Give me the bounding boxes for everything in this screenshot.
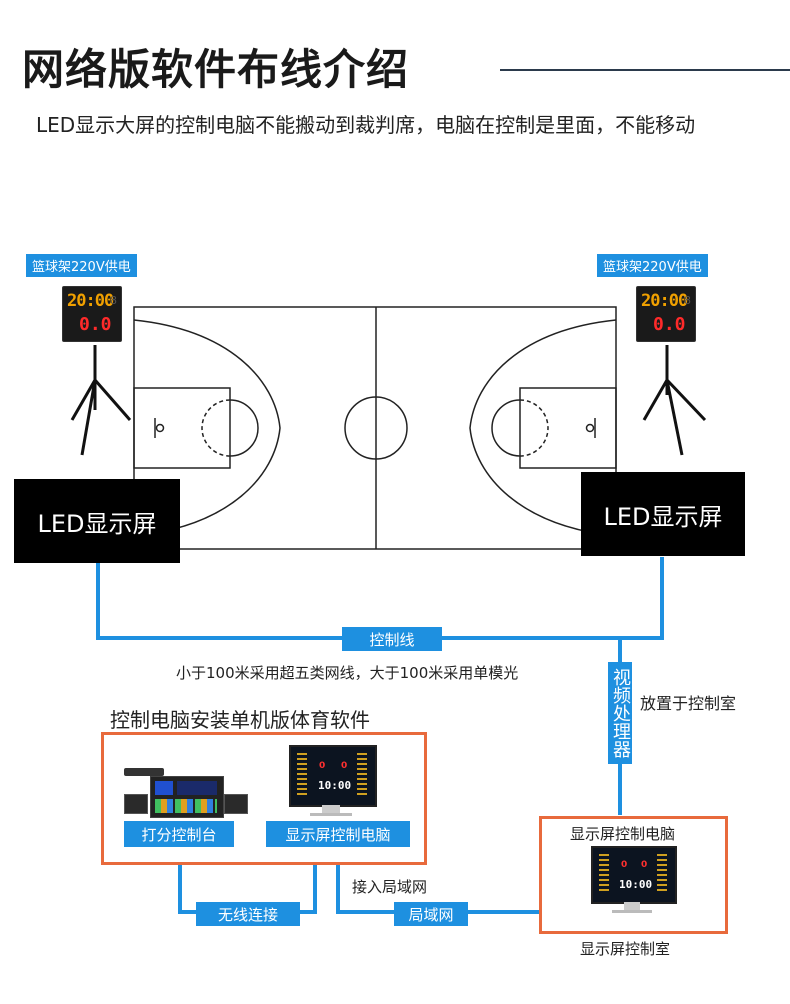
wireless-connection-label: 无线连接 bbox=[196, 902, 300, 926]
free-throw-circle-right bbox=[491, 399, 521, 457]
scoring-console-label: 打分控制台 bbox=[124, 821, 234, 847]
room-monitor-away-score: 0 bbox=[641, 860, 648, 870]
shot-clock-dim-left: 8 bbox=[110, 294, 117, 307]
display-pc-label: 显示屏控制电脑 bbox=[266, 821, 410, 847]
monitor-away-score: 0 bbox=[341, 761, 348, 771]
paint-left bbox=[133, 387, 231, 469]
control-pc-monitor: 0 0 10:00 bbox=[289, 745, 377, 807]
monitor-stand bbox=[322, 805, 340, 813]
shot-clock-time-left: 20:00 bbox=[67, 291, 114, 311]
lan-label: 局域网 bbox=[394, 902, 468, 926]
software-title: 控制电脑安装单机版体育软件 bbox=[110, 708, 370, 732]
control-room-label: 显示屏控制室 bbox=[580, 940, 671, 958]
tripod-right bbox=[642, 345, 707, 456]
placed-in-control-room: 放置于控制室 bbox=[640, 694, 737, 713]
center-circle bbox=[344, 396, 408, 460]
control-room-group bbox=[539, 816, 728, 934]
three-point-arc-right bbox=[469, 319, 617, 537]
control-room-pc-label: 显示屏控制电脑 bbox=[570, 825, 676, 843]
room-monitor-home-score: 0 bbox=[621, 860, 628, 870]
shot-clock-count-right: 0.0 bbox=[653, 314, 686, 335]
power-label-left: 篮球架220V供电 bbox=[26, 254, 137, 277]
lan-join-label: 接入局域网 bbox=[352, 878, 428, 896]
monitor-time: 10:00 bbox=[318, 779, 352, 792]
video-processor-label: 视频处理器 bbox=[608, 662, 632, 764]
title-divider bbox=[500, 69, 790, 71]
monitor-home-score: 0 bbox=[319, 761, 326, 771]
power-label-right: 篮球架220V供电 bbox=[597, 254, 708, 277]
tripod-left bbox=[70, 345, 132, 456]
shot-clock-right: 20:00 8 0.0 bbox=[636, 286, 696, 342]
court-outline bbox=[133, 306, 617, 550]
control-room-monitor: 0 0 10:00 bbox=[591, 846, 677, 904]
page-description: LED显示大屏的控制电脑不能搬动到裁判席，电脑在控制是里面，不能移动 bbox=[36, 113, 696, 137]
room-monitor-time: 10:00 bbox=[619, 878, 653, 891]
control-line-label: 控制线 bbox=[342, 627, 442, 651]
cable-note: 小于100米采用超五类网线，大于100米采用单模光 bbox=[176, 664, 519, 682]
shot-clock-count-left: 0.0 bbox=[79, 314, 112, 335]
led-screen-left: LED显示屏 bbox=[14, 479, 180, 563]
free-throw-circle-left bbox=[229, 399, 259, 457]
referee-control-group bbox=[101, 732, 427, 865]
led-screen-right: LED显示屏 bbox=[581, 472, 745, 556]
shot-clock-time-right: 20:00 bbox=[641, 291, 688, 311]
page-title: 网络版软件布线介绍 bbox=[22, 45, 410, 94]
shot-clock-left: 20:00 8 0.0 bbox=[62, 286, 122, 342]
scoring-console-image bbox=[124, 768, 248, 818]
three-point-arc-left bbox=[133, 319, 281, 537]
paint-right bbox=[519, 387, 617, 469]
shot-clock-dim-right: 8 bbox=[684, 294, 691, 307]
